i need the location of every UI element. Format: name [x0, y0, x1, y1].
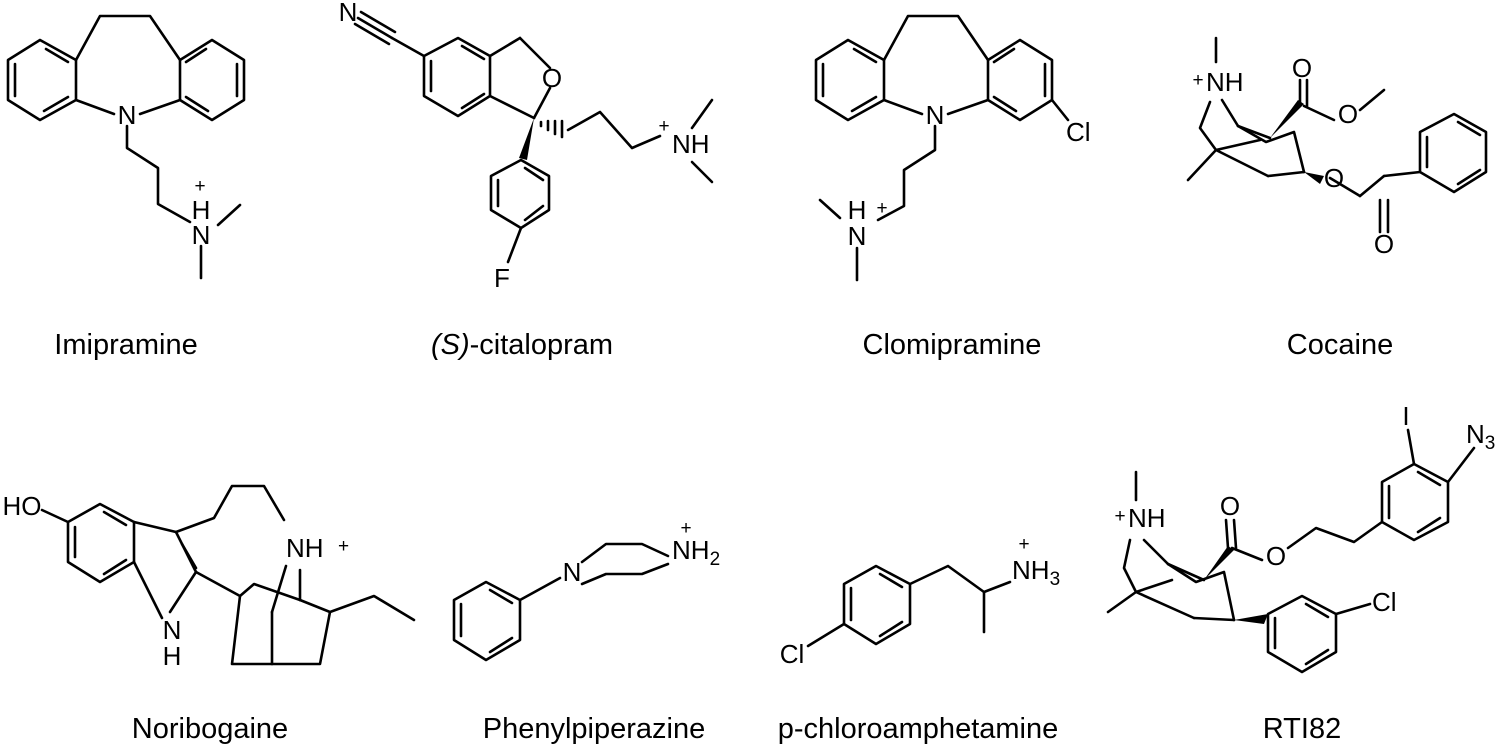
- clomipramine-amine-nitrogen: N: [848, 221, 867, 251]
- phenylpiperazine-amine: NH2: [672, 535, 720, 570]
- citalopram-nitrile-nitrogen: N: [339, 0, 358, 27]
- chloroamphetamine-structure: Cl + NH3 p-chloroamphetamine: [778, 534, 1060, 745]
- rti82-wedge-ester: [1204, 546, 1234, 580]
- noribogaine-structure: HO NH + N H Noribogaine: [3, 484, 416, 745]
- imipramine-ring-nitrogen: N: [118, 100, 137, 130]
- citalopram-bonds: [353, 10, 714, 184]
- citalopram-oxygen: O: [542, 63, 562, 93]
- imipramine-amine-hydrogen: H: [192, 195, 211, 225]
- rti82-bonds: [1106, 428, 1476, 674]
- noribogaine-hydroxyl: HO: [3, 491, 42, 521]
- rti82-chlorine: Cl: [1372, 587, 1397, 617]
- noribogaine-charge: +: [338, 536, 349, 557]
- citalopram-amine: NH: [672, 129, 710, 159]
- citalopram-structure: N O + NH F (S)-citalopram: [339, 0, 714, 361]
- cocaine-wedge-benzoate: [1304, 172, 1324, 184]
- chloroamphetamine-charge: +: [1018, 534, 1029, 555]
- rti82-amine: NH: [1128, 503, 1166, 533]
- cocaine-carbonyl-oxygen: O: [1292, 53, 1312, 83]
- chloroamphetamine-bonds: [806, 564, 1012, 648]
- cocaine-charge: +: [1192, 70, 1203, 91]
- citalopram-fluorophenyl-bonds: [489, 158, 551, 264]
- rti82-label: RTI82: [1263, 713, 1341, 745]
- citalopram-label: (S)-citalopram: [431, 329, 613, 361]
- clomipramine-chlorine: Cl: [1066, 117, 1091, 147]
- clomipramine-ring-nitrogen: N: [926, 100, 945, 130]
- rti82-ester-oxygen: O: [1266, 541, 1286, 571]
- imipramine-label: Imipramine: [54, 329, 197, 361]
- rti82-azide: N3: [1466, 419, 1495, 454]
- rti82-carbonyl-oxygen: O: [1220, 491, 1240, 521]
- citalopram-fluorine: F: [494, 263, 510, 293]
- chloroamphetamine-amine: NH3: [1012, 555, 1060, 590]
- rti82-charge: +: [1114, 506, 1125, 527]
- phenylpiperazine-bonds: [452, 542, 670, 662]
- noribogaine-indole-hydrogen: H: [163, 641, 182, 671]
- cocaine-structure: + NH O O O O Cocaine: [1186, 36, 1488, 361]
- citalopram-charge: +: [658, 116, 669, 137]
- cocaine-benzoyl-oxygen: O: [1324, 163, 1344, 193]
- clomipramine-amine-hydrogen: H: [848, 195, 867, 225]
- clomipramine-label: Clomipramine: [863, 329, 1042, 361]
- phenylpiperazine-charge: +: [680, 518, 691, 539]
- cocaine-amine: NH: [1206, 67, 1244, 97]
- phenylpiperazine-nitrogen: N: [563, 557, 582, 587]
- phenylpiperazine-structure: N + NH2 Phenylpiperazine: [452, 518, 720, 745]
- cocaine-benzoyl-carbonyl-oxygen: O: [1374, 229, 1394, 259]
- cocaine-bonds: [1186, 36, 1488, 234]
- noribogaine-amine: NH: [286, 533, 324, 563]
- clomipramine-structure: N Cl H + N Clomipramine: [814, 14, 1091, 361]
- rti82-structure: + NH O O I N3 Cl RTI82: [1106, 401, 1495, 745]
- noribogaine-indole-nitrogen: N: [163, 615, 182, 645]
- cocaine-ester-oxygen: O: [1338, 99, 1358, 129]
- rti82-iodine: I: [1402, 401, 1409, 431]
- noribogaine-label: Noribogaine: [132, 713, 288, 745]
- imipramine-bonds: [6, 14, 246, 280]
- cocaine-wedge-ester: [1270, 100, 1304, 138]
- clomipramine-bonds: [814, 14, 1070, 282]
- phenylpiperazine-label: Phenylpiperazine: [483, 713, 705, 745]
- imipramine-charge: +: [194, 176, 205, 197]
- imipramine-structure: N + H N Imipramine: [6, 14, 246, 361]
- citalopram-wedge-bond: [519, 118, 534, 160]
- chloroamphetamine-label: p-chloroamphetamine: [778, 713, 1058, 745]
- imipramine-amine-nitrogen: N: [192, 220, 211, 250]
- noribogaine-bonds: [40, 484, 416, 666]
- chloroamphetamine-chlorine: Cl: [780, 639, 805, 669]
- cocaine-label: Cocaine: [1287, 329, 1393, 361]
- rti82-wedge-aryl: [1234, 614, 1268, 624]
- clomipramine-charge: +: [876, 198, 887, 219]
